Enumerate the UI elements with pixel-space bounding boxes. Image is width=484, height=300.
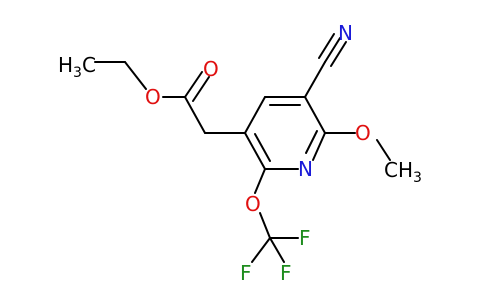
bond-cn-triple-1 <box>324 37 341 63</box>
ocf3-o-label: O <box>245 192 261 216</box>
methoxy-ch3-c: C <box>384 158 398 182</box>
bond-ome-ch3 <box>376 139 391 161</box>
ring-n-label: N <box>298 157 313 181</box>
bond-oester-ch2 <box>124 61 147 90</box>
nitrile-n-label: N <box>338 21 353 45</box>
bond-co-o-double-1 <box>184 71 203 98</box>
bond-c5-c6 <box>244 132 266 170</box>
methoxy-ch3-label: CH3 <box>384 158 422 186</box>
bond-c2-c3 <box>304 96 326 134</box>
bond-n1-c2 <box>312 132 326 161</box>
bond-cn-triple-2 <box>318 33 335 59</box>
bond-oocf3-cf3 <box>259 212 271 239</box>
methoxy-ch3-h: H <box>398 158 413 182</box>
bond-n1-c2-inner <box>305 130 318 154</box>
methoxy-o-label: O <box>355 121 371 145</box>
f-bottom-label: F <box>280 261 292 285</box>
f-left-label: F <box>240 261 252 285</box>
ethyl-ch3-h: C <box>82 53 96 77</box>
bond-c4-c5 <box>244 96 266 134</box>
bond-ch2-co <box>184 96 206 134</box>
bond-co-o-double-2 <box>192 76 210 102</box>
bond-c6-c5-inner <box>254 133 271 162</box>
bond-cf3-f-bottom <box>269 237 285 263</box>
bond-c3-cn <box>304 61 326 98</box>
methoxy-ch3-sub: 3 <box>413 170 422 186</box>
ester-o-label: O <box>145 85 161 109</box>
ethyl-ch3-c: H <box>58 53 73 77</box>
bond-c6-oocf3 <box>254 168 266 194</box>
bond-cf3-f-left <box>251 237 271 263</box>
bonds <box>94 33 391 263</box>
carbonyl-o-label: O <box>203 57 219 81</box>
f-top-label: F <box>299 226 311 250</box>
ethyl-ch3-label: H3C <box>58 53 96 81</box>
ethyl-ch3-sub: 3 <box>73 65 82 81</box>
bond-cn-triple-3 <box>330 41 347 67</box>
atom-labels: N O O O N O H3C CH3 F F F <box>58 21 422 285</box>
